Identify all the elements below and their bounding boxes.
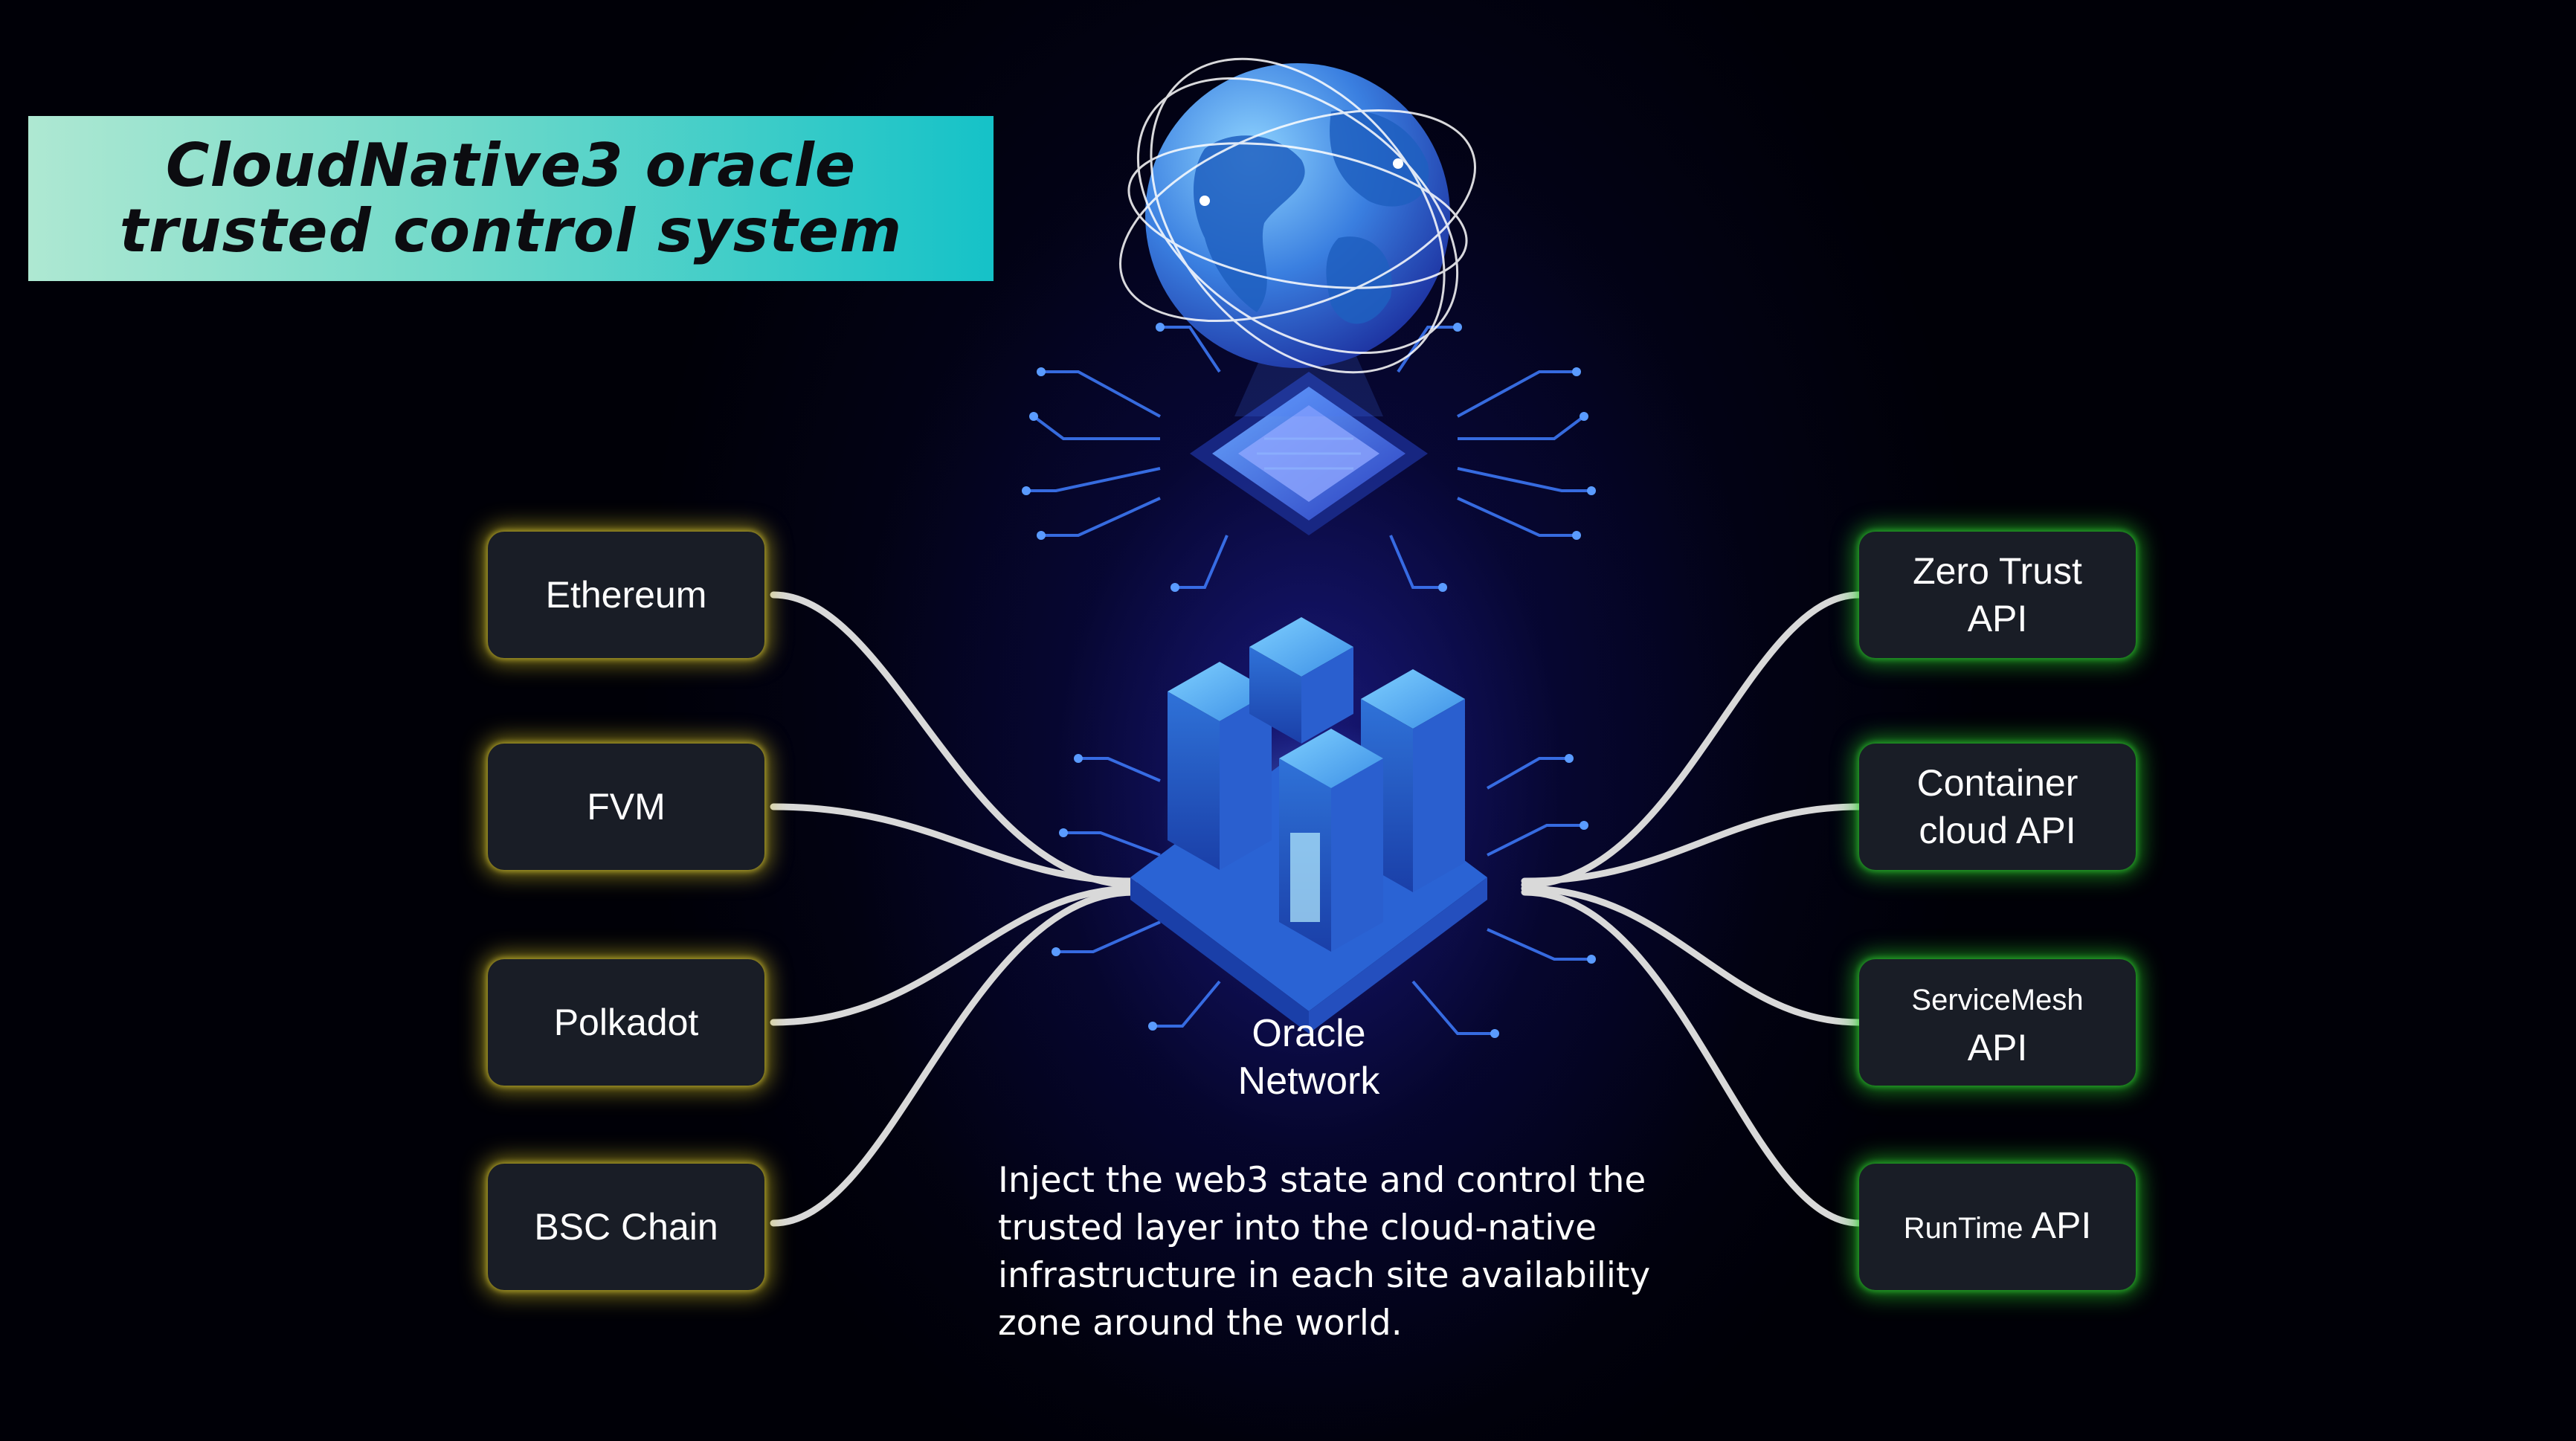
- node-polkadot: Polkadot: [488, 959, 764, 1086]
- node-label-line-2: cloud API: [1919, 810, 2076, 851]
- title-banner: CloudNative3 oracle trusted control syst…: [28, 116, 994, 281]
- connector-ethereum: [770, 591, 1138, 889]
- connector-runtime: [1521, 889, 1863, 1227]
- node-label-line-1: Container: [1916, 762, 2078, 804]
- node-label-line-1: RunTime: [1903, 1212, 2023, 1245]
- node-label-line-1: Zero Trust: [1913, 550, 2082, 592]
- connector-container: [1521, 803, 1863, 885]
- node-container-cloud-api: Container cloud API: [1859, 744, 2136, 870]
- node-ethereum: Ethereum: [488, 532, 764, 658]
- node-label: Ethereum: [545, 574, 707, 616]
- node-label: ServiceMesh API: [1911, 973, 2083, 1071]
- caption-line-2: Network: [1237, 1060, 1380, 1103]
- server-blocks-icon: [1130, 617, 1487, 1034]
- connector-bsc: [770, 889, 1138, 1227]
- circuit-nodes: [1022, 323, 1596, 1038]
- caption-line-1: Oracle: [1252, 1012, 1366, 1055]
- node-label: Zero Trust API: [1913, 547, 2082, 642]
- globe-icon: [1119, 57, 1476, 374]
- node-label-line-1: ServiceMesh: [1911, 984, 2084, 1016]
- oracle-network-caption: Oracle Network: [1175, 1010, 1443, 1105]
- node-servicemesh-api: ServiceMesh API: [1859, 959, 2136, 1086]
- circuit-traces: [1026, 326, 1591, 1035]
- description-line-2: trusted layer into the cloud-native: [998, 1208, 1597, 1248]
- description-text: Inject the web3 state and control the tr…: [998, 1157, 1667, 1347]
- node-label-line-2: API: [1967, 598, 2028, 639]
- connector-fvm: [770, 803, 1138, 885]
- node-label: BSC Chain: [534, 1206, 718, 1248]
- title-line-1: CloudNative3 oracle: [165, 131, 857, 200]
- node-fvm: FVM: [488, 744, 764, 870]
- node-bsc-chain: BSC Chain: [488, 1164, 764, 1290]
- node-zero-trust-api: Zero Trust API: [1859, 532, 2136, 658]
- node-label-line-2: API: [2031, 1205, 2092, 1246]
- connectors-left: [770, 591, 1138, 1227]
- node-label: FVM: [587, 786, 666, 828]
- node-runtime-api: RunTime API: [1859, 1164, 2136, 1290]
- connector-servicemesh: [1521, 885, 1863, 1026]
- title-line-2: trusted control system: [119, 196, 903, 265]
- description-line-1: Inject the web3 state and control the: [998, 1160, 1646, 1201]
- node-label: Polkadot: [553, 1002, 699, 1043]
- circuit-chip-icon: [1190, 349, 1428, 535]
- description-line-3: infrastructure in each site availability: [998, 1255, 1651, 1296]
- node-label-line-2: API: [1967, 1027, 2028, 1068]
- node-label: RunTime API: [1904, 1202, 2092, 1252]
- connector-zero-trust: [1521, 591, 1863, 889]
- connector-polkadot: [770, 885, 1138, 1026]
- description-line-4: zone around the world.: [998, 1303, 1403, 1344]
- title-text: CloudNative3 oracle trusted control syst…: [120, 133, 902, 264]
- connectors-right: [1521, 591, 1863, 1227]
- node-label: Container cloud API: [1917, 759, 2078, 854]
